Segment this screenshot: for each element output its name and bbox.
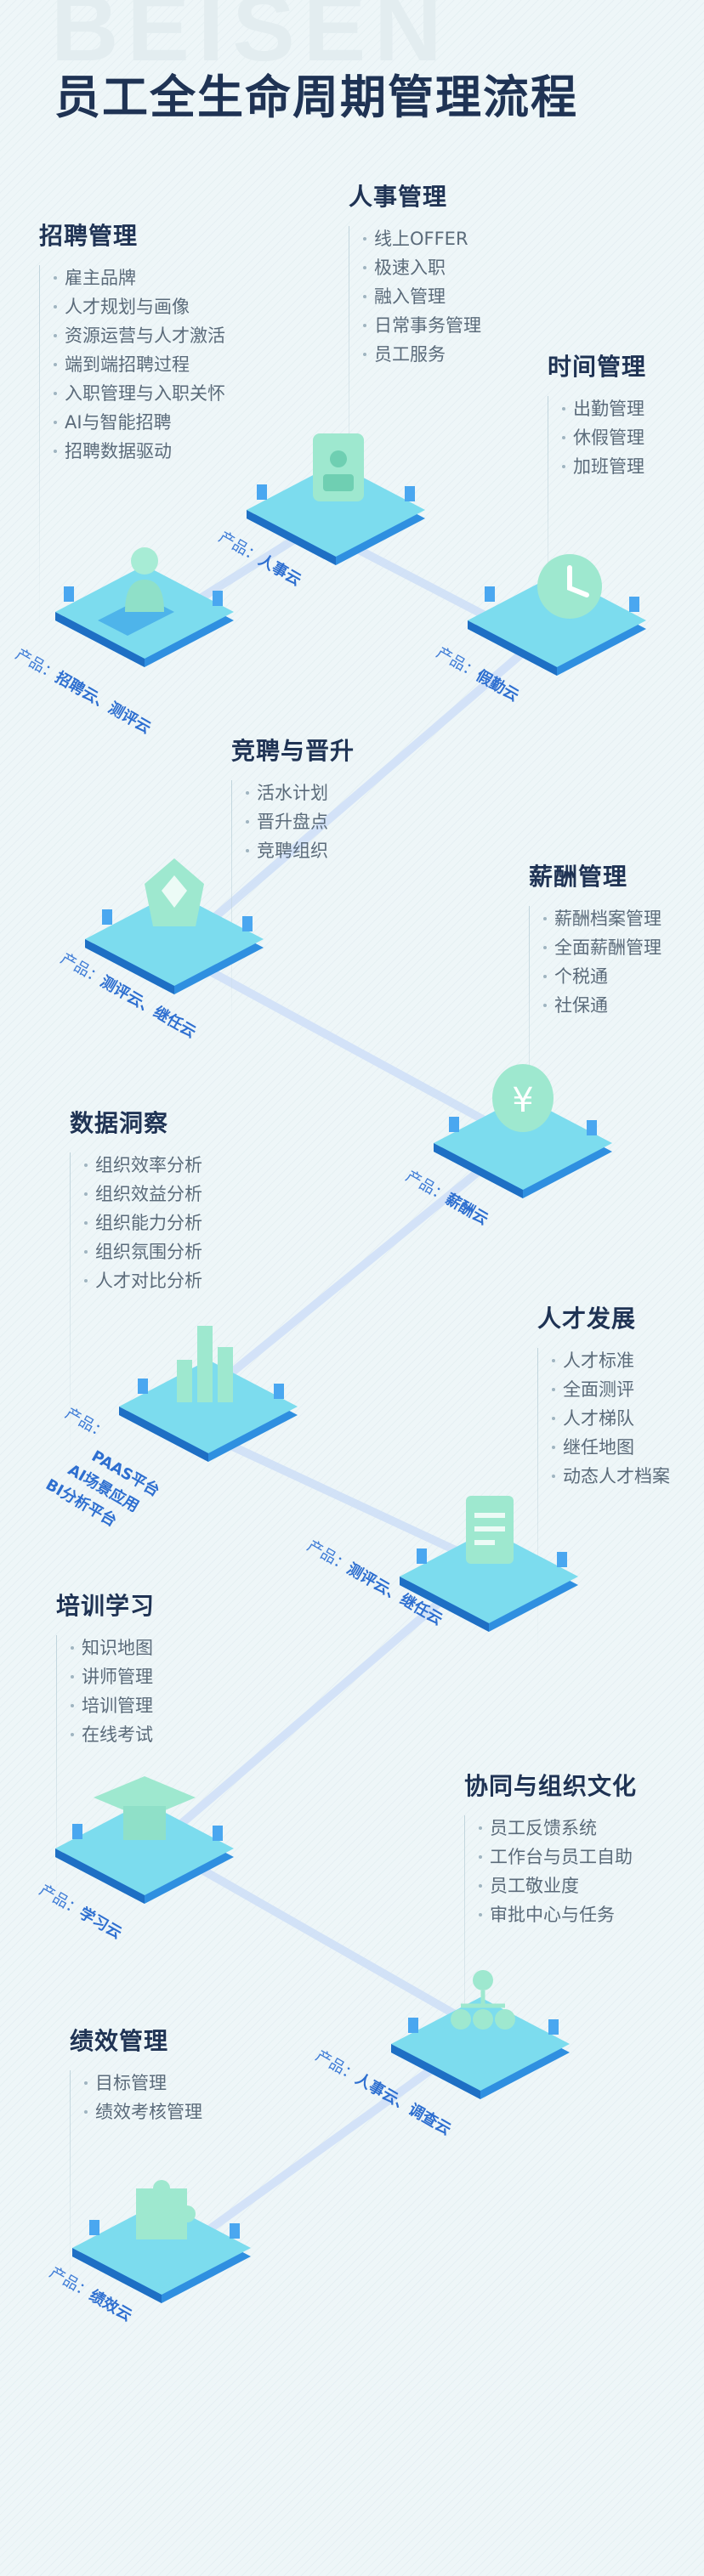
section-title: 招聘管理	[39, 222, 139, 250]
platform-time: 产品：假勤云	[434, 527, 655, 705]
list-item: 培训管理	[70, 1691, 155, 1720]
yen-coin-icon: ¥	[492, 1064, 554, 1132]
section-recruitment: 招聘管理 雇主品牌 人才规划与画像 资源运营与人才激活 端到端招聘过程 入职管理…	[39, 218, 225, 636]
section-promotion: 竞聘与晋升 活水计划 晋升盘点 竞聘组织	[231, 733, 355, 1035]
badge-icon	[145, 858, 204, 926]
list-item: 员工反馈系统	[478, 1814, 637, 1843]
feature-list: 目标管理 绩效考核管理	[70, 2069, 202, 2296]
section-training: 培训学习 知识地图 讲师管理 培训管理 在线考试	[56, 1588, 156, 1919]
section-talent-development: 人才发展 人才标准 全面测评 人才梯队 继任地图 动态人才档案	[537, 1300, 670, 1661]
list-item: 日常事务管理	[363, 311, 481, 340]
list-item: 知识地图	[70, 1633, 155, 1662]
list-item: 讲师管理	[70, 1662, 155, 1691]
section-title: 人事管理	[349, 183, 448, 211]
list-item: 目标管理	[84, 2069, 202, 2098]
feature-list: 知识地图 讲师管理 培训管理 在线考试	[56, 1633, 155, 1919]
platform-data-insight	[111, 1309, 306, 1479]
list-item: 社保通	[543, 991, 661, 1020]
list-item: 招聘数据驱动	[54, 437, 225, 466]
list-item: 员工服务	[363, 340, 481, 369]
list-item: 晋升盘点	[245, 807, 355, 836]
feature-list: 线上OFFER 极速入职 融入管理 日常事务管理 员工服务	[349, 224, 481, 539]
clock-icon	[537, 554, 602, 619]
feature-list: 雇主品牌 人才规划与画像 资源运营与人才激活 端到端招聘过程 入职管理与入职关怀…	[39, 263, 225, 636]
list-item: 人才标准	[552, 1346, 670, 1375]
section-title: 协同与组织文化	[464, 1772, 638, 1800]
list-item: 休假管理	[561, 423, 646, 452]
platform-talent-development: 产品：测评云、继任云	[304, 1479, 587, 1649]
puzzle-icon	[136, 2180, 196, 2239]
list-item: 继任地图	[552, 1433, 670, 1462]
list-item: 员工敬业度	[478, 1871, 637, 1900]
list-item: 组织效益分析	[84, 1180, 202, 1209]
id-card-icon	[313, 433, 364, 501]
person-icon	[125, 547, 164, 612]
list-item: 人才梯队	[552, 1404, 670, 1433]
graduation-cap-icon	[94, 1776, 196, 1840]
platform-performance: 产品：绩效云	[47, 2150, 259, 2325]
list-item: 组织氛围分析	[84, 1237, 202, 1266]
list-item: 在线考试	[70, 1720, 155, 1749]
section-compensation: 薪酬管理 薪酬档案管理 全面薪酬管理 个税通 社保通	[529, 858, 661, 1190]
platform-promotion: 产品：测评云、继任云	[58, 841, 272, 1042]
platform-training: 产品：学习云	[37, 1751, 242, 1943]
page-title: 员工全生命周期管理流程	[54, 71, 578, 124]
list-item: 人才规划与画像	[54, 292, 225, 321]
list-item: 加班管理	[561, 452, 646, 481]
list-item: 全面薪酬管理	[543, 933, 661, 962]
feature-list: 活水计划 晋升盘点 竞聘组织	[231, 778, 355, 1035]
platform-recruitment: 产品：招聘云、测评云	[13, 527, 242, 738]
feature-list: 薪酬档案管理 全面薪酬管理 个税通 社保通	[529, 904, 661, 1190]
section-collaboration-culture: 协同与组织文化 员工反馈系统 工作台与员工自助 员工敬业度 审批中心与任务	[464, 1768, 638, 2099]
section-title: 时间管理	[548, 353, 647, 381]
background-watermark: BEISEN	[51, 0, 451, 81]
org-tree-icon	[451, 1970, 515, 2030]
document-icon	[466, 1496, 514, 1564]
list-item: 端到端招聘过程	[54, 350, 225, 379]
list-item: 动态人才档案	[552, 1462, 670, 1491]
section-data-insight: 数据洞察 组织效率分析 组织效益分析 组织能力分析 组织氛围分析 人才对比分析	[70, 1105, 202, 1465]
list-item: 竞聘组织	[245, 836, 355, 865]
feature-list: 出勤管理 休假管理 加班管理	[548, 394, 646, 651]
platform-personnel: 产品：人事云	[216, 408, 434, 590]
list-item: 绩效考核管理	[84, 2098, 202, 2126]
list-item: 个税通	[543, 962, 661, 991]
list-item: 活水计划	[245, 778, 355, 807]
list-item: 组织能力分析	[84, 1209, 202, 1237]
list-item: 人才对比分析	[84, 1266, 202, 1295]
feature-list: 员工反馈系统 工作台与员工自助 员工敬业度 审批中心与任务	[464, 1814, 637, 2099]
list-item: 入职管理与入职关怀	[54, 379, 225, 408]
list-item: AI与智能招聘	[54, 408, 225, 437]
section-personnel: 人事管理 线上OFFER 极速入职 融入管理 日常事务管理 员工服务	[349, 178, 481, 539]
list-item: 资源运营与人才激活	[54, 321, 225, 350]
list-item: 极速入职	[363, 253, 481, 282]
section-title: 培训学习	[56, 1592, 156, 1620]
list-item: 审批中心与任务	[478, 1900, 637, 1929]
svg-text:¥: ¥	[512, 1081, 533, 1120]
section-performance: 绩效管理 目标管理 绩效考核管理	[70, 2023, 202, 2296]
feature-list: 人才标准 全面测评 人才梯队 继任地图 动态人才档案	[537, 1346, 670, 1661]
section-title: 数据洞察	[70, 1109, 169, 1137]
bar-chart-icon	[177, 1326, 233, 1402]
section-title: 人才发展	[537, 1305, 637, 1333]
section-title: 竞聘与晋升	[231, 737, 355, 765]
section-title: 薪酬管理	[529, 863, 628, 891]
section-title: 绩效管理	[70, 2027, 169, 2055]
list-item: 融入管理	[363, 282, 481, 311]
feature-list: 组织效率分析 组织效益分析 组织能力分析 组织氛围分析 人才对比分析	[70, 1151, 202, 1465]
section-time: 时间管理 出勤管理 休假管理 加班管理	[548, 348, 647, 651]
list-item: 全面测评	[552, 1375, 670, 1404]
list-item: 出勤管理	[561, 394, 646, 423]
list-item: 工作台与员工自助	[478, 1843, 637, 1871]
platform-compensation: ¥ 产品：薪酬云	[403, 1045, 621, 1229]
list-item: 雇主品牌	[54, 263, 225, 292]
platform-collaboration-culture: 产品：人事云、调查云	[313, 1946, 578, 2139]
list-item: 线上OFFER	[363, 224, 481, 253]
list-item: 组织效率分析	[84, 1151, 202, 1180]
list-item: 薪酬档案管理	[543, 904, 661, 933]
